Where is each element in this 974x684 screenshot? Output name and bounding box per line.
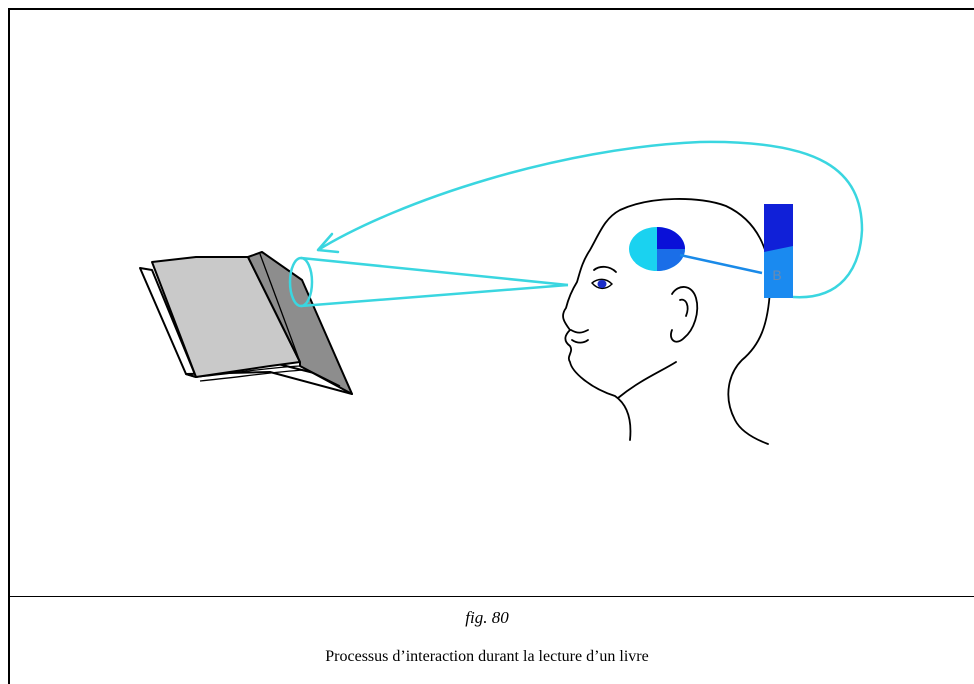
- memory-block: B: [764, 204, 793, 298]
- figure-frame: [8, 8, 974, 684]
- perception-disc: [629, 227, 685, 271]
- vision-cone: [288, 256, 569, 308]
- open-book: [139, 251, 353, 395]
- head-profile: [562, 198, 772, 445]
- figure-caption: Processus d’interaction durant la lectur…: [325, 648, 649, 665]
- arrowhead-icon: [316, 232, 340, 254]
- feedback-arc: [317, 140, 864, 299]
- memory-block-label: B: [772, 267, 781, 283]
- eye-icon: [591, 278, 613, 290]
- processing-arrow: [679, 253, 763, 275]
- figure-number: fig. 80: [465, 608, 509, 627]
- caption-divider: [8, 596, 974, 597]
